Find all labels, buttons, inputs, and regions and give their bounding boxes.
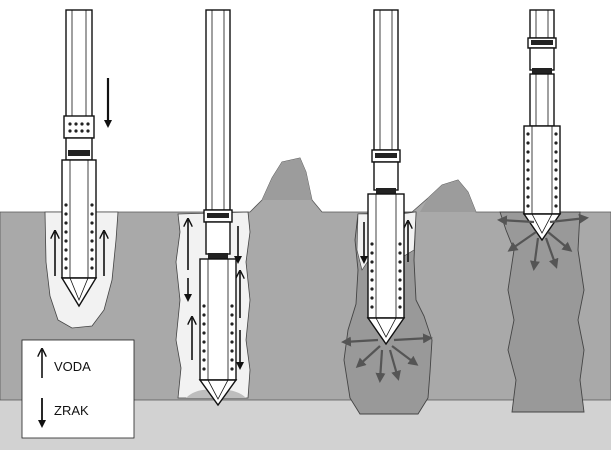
stage-1-drilling	[44, 9, 119, 329]
stage-2-withdrawal	[175, 9, 251, 407]
legend: VODA ZRAK	[21, 339, 135, 439]
legend-water-label: VODA	[54, 359, 91, 374]
vibrator-rod-4	[529, 9, 555, 39]
radial-compaction-arrows-3	[341, 333, 433, 383]
vibrator-rod-3	[373, 9, 399, 151]
radial-compaction-arrows-4	[497, 213, 589, 271]
vibrator-rod-2	[205, 9, 231, 211]
vibrator-tip-1	[60, 277, 98, 308]
vibrator-tip-3	[366, 317, 406, 346]
vibrator-body-3	[367, 193, 405, 319]
finished-column-4	[499, 211, 585, 413]
vibrator-body-1	[61, 159, 97, 279]
stage-3-compaction	[341, 9, 433, 415]
coupling-1	[63, 115, 95, 139]
legend-air-label: ZRAK	[54, 403, 89, 418]
soil-mound-1	[262, 158, 312, 200]
vibrator-rod-1	[65, 9, 93, 119]
vibrator-tip-2	[198, 379, 238, 407]
soil-mound-2	[420, 180, 476, 212]
legend-box	[21, 339, 135, 439]
vibrator-body-2	[199, 258, 237, 381]
stage-4-completed-column	[497, 9, 589, 413]
vibrator-tip-4	[522, 213, 562, 242]
